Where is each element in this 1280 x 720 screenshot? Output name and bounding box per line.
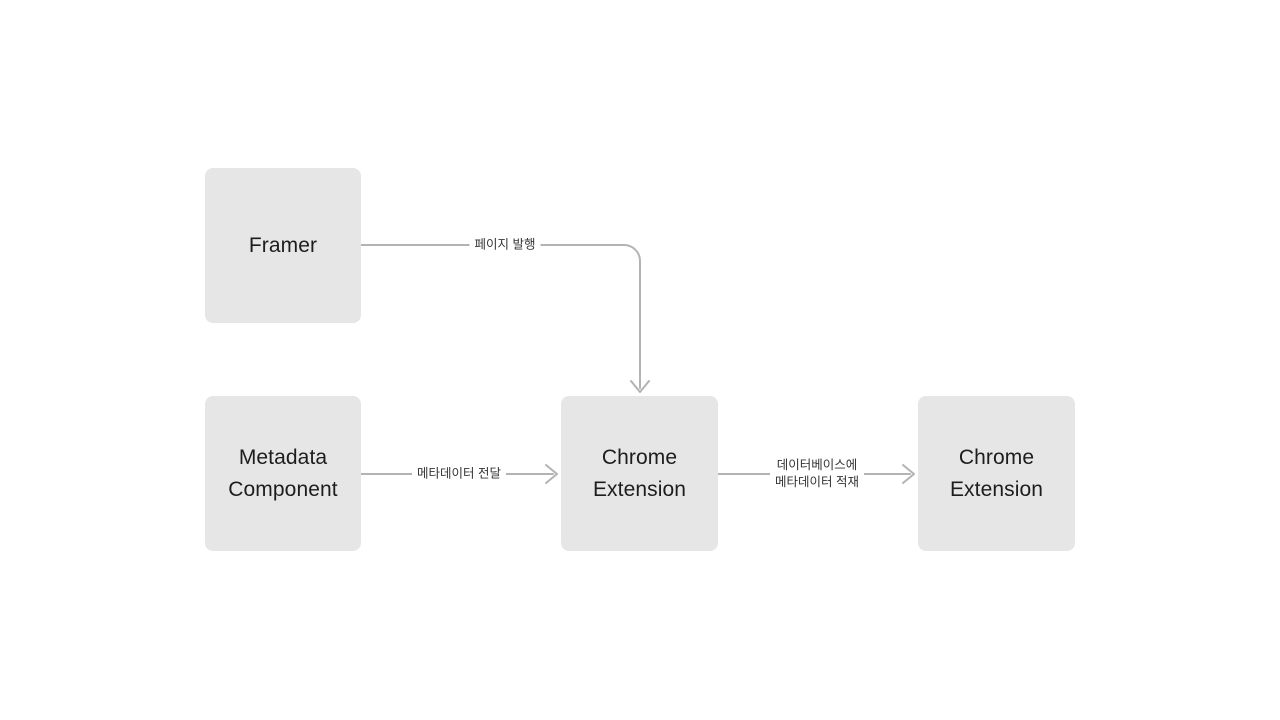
arrowhead-down-icon	[630, 380, 650, 393]
edge-label-page-publish: 페이지 발행	[469, 236, 541, 254]
node-label-chrome-extension-center: Chrome Extension	[592, 445, 687, 501]
arrowhead-right-icon	[545, 464, 558, 484]
node-chrome-extension-right[interactable]: Chrome Extension	[918, 396, 1075, 551]
edge-label-metadata-transfer: 메타데이터 전달	[412, 465, 506, 483]
node-chrome-extension-center[interactable]: Chrome Extension	[561, 396, 718, 551]
edge-path-framer	[360, 244, 641, 389]
node-label-metadata-component: Metadata Component	[228, 445, 338, 501]
arrowhead-right-icon	[902, 464, 915, 484]
node-label-framer: Framer	[248, 233, 318, 257]
node-framer[interactable]: Framer	[205, 168, 361, 323]
node-metadata-component[interactable]: Metadata Component	[205, 396, 361, 551]
edge-framer-to-chrome-extension	[360, 244, 650, 393]
node-label-chrome-extension-right: Chrome Extension	[949, 445, 1044, 501]
edge-label-database-load: 데이터베이스에 메타데이터 적재	[770, 457, 864, 491]
